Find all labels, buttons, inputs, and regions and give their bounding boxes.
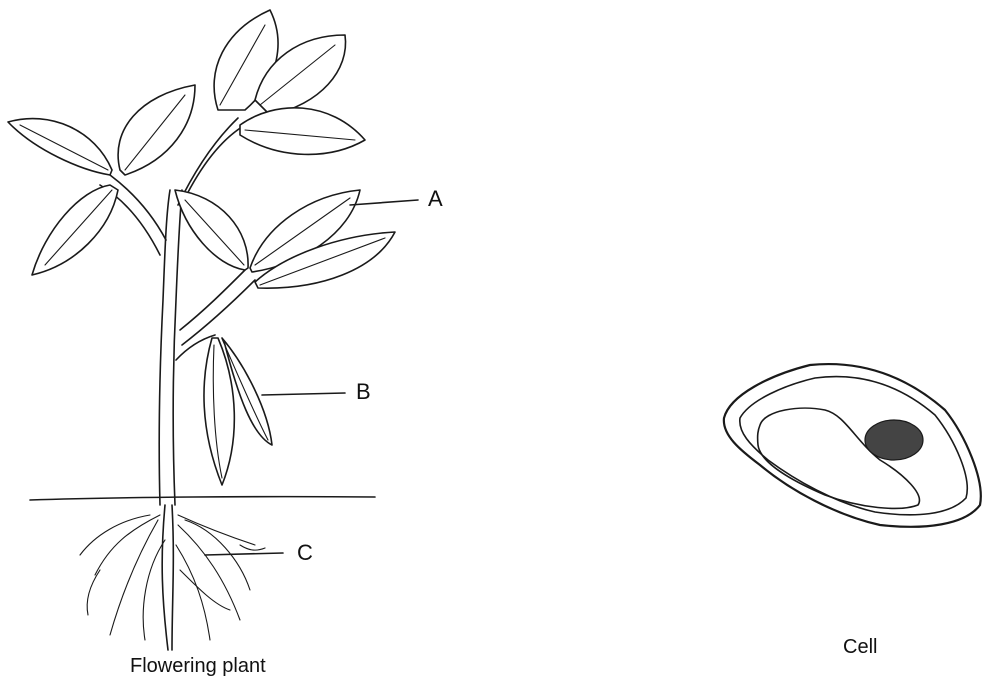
caption-cell: Cell <box>843 636 877 659</box>
plant-roots <box>80 505 265 650</box>
pointer-line-a <box>350 200 418 205</box>
caption-flowering-plant: Flowering plant <box>130 655 266 678</box>
cell-nucleus <box>865 420 923 460</box>
plant-pods <box>204 338 272 485</box>
pointer-line-b <box>262 393 345 395</box>
cell-membrane <box>740 377 967 515</box>
label-c: C <box>297 540 313 566</box>
ground-line <box>30 497 375 500</box>
label-a: A <box>428 186 443 212</box>
cell-drawing <box>724 364 981 527</box>
pointer-line-c <box>205 553 283 555</box>
plant-leaves <box>8 10 395 288</box>
label-b: B <box>356 379 371 405</box>
